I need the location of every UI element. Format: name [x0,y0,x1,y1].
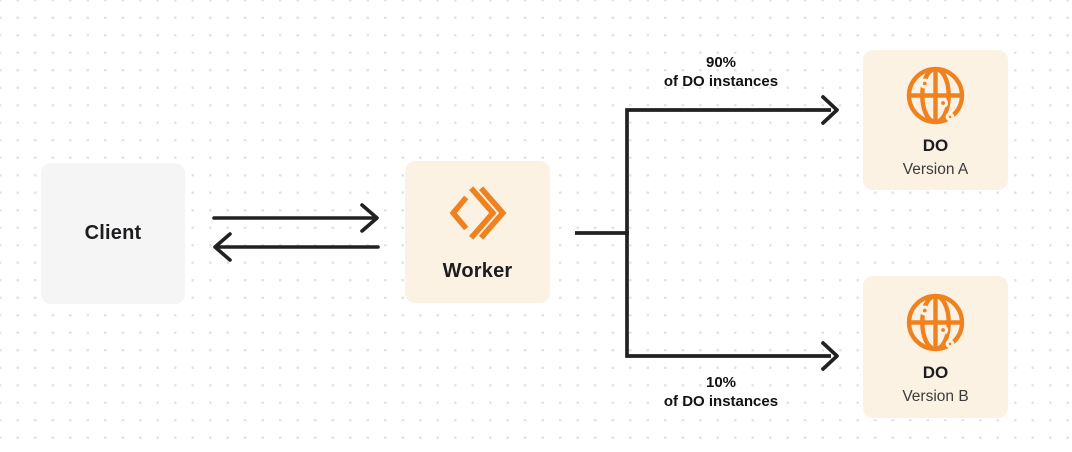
worker-label: Worker [442,259,513,282]
do-b-title: DO [922,363,949,383]
node-client: Client [41,163,185,304]
edge-label-percent: 10% [705,374,737,391]
edge-label-caption: of DO instances [663,393,779,410]
branch-split-lines [575,108,831,358]
arrow-client-to-worker [212,203,379,233]
edge-label-caption: of DO instances [663,73,779,90]
globe-icon [904,291,967,354]
node-do-version-b: DO Version B [863,276,1008,418]
arrow-worker-to-client [213,232,380,262]
node-do-version-a: DO Version A [863,50,1008,190]
arrowhead-to-do-a [821,95,839,125]
edge-label-percent: 90% [705,54,737,71]
globe-icon [904,64,967,127]
do-a-subtitle: Version A [902,160,969,178]
client-label: Client [84,222,142,244]
node-worker: Worker [405,161,550,303]
do-a-title: DO [922,136,949,156]
workers-chevron-icon [447,182,509,244]
edge-label-10-percent: 10% of DO instances [571,373,871,411]
do-b-subtitle: Version B [902,387,969,405]
edge-label-90-percent: 90% of DO instances [571,53,871,91]
arrowhead-to-do-b [821,341,839,371]
